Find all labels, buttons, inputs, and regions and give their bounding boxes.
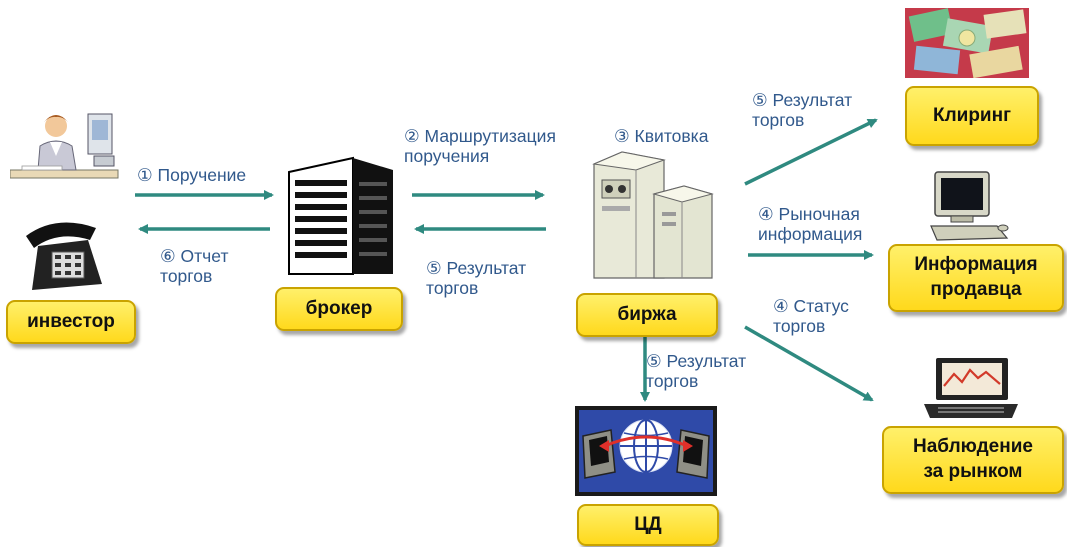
office-building-icon bbox=[288, 156, 393, 275]
result-clearing-label: ⑤ Результат торгов bbox=[752, 90, 853, 130]
money-icon bbox=[905, 8, 1029, 78]
exchange-server-icon bbox=[592, 151, 714, 279]
clearing-node: Клиринг bbox=[905, 86, 1039, 146]
matching-label: ③ Квитовка bbox=[614, 126, 709, 146]
telephone-icon bbox=[26, 222, 102, 290]
computer-icon bbox=[930, 171, 1009, 241]
result-cd-label: ⑤ Результат торгов bbox=[646, 351, 747, 391]
routing-label: ② Маршрутизация поручения bbox=[404, 126, 556, 166]
exchange-node: биржа bbox=[576, 293, 718, 337]
result-broker-label: ⑤ Результат торгов bbox=[426, 258, 527, 298]
network-globe-icon bbox=[575, 406, 717, 496]
arrow-exchange-to-market-watch bbox=[744, 325, 874, 402]
investor-node: инвестор bbox=[6, 300, 136, 344]
investor-at-computer-icon bbox=[10, 113, 119, 179]
market-info-label: ④ Рыночная информация bbox=[758, 204, 863, 244]
laptop-chart-icon bbox=[924, 358, 1018, 418]
report-label: ⑥ Отчет торгов bbox=[160, 246, 229, 286]
cd-node: ЦД bbox=[577, 504, 719, 546]
arrow-exchange-to-clearing bbox=[744, 118, 878, 186]
broker-node: брокер bbox=[275, 287, 403, 331]
seller-info-node: Информация продавца bbox=[888, 244, 1064, 312]
market-watch-node: Наблюдение за рынком bbox=[882, 426, 1064, 494]
status-label: ④ Статус торгов bbox=[773, 296, 849, 336]
order-label: ① Поручение bbox=[137, 165, 247, 185]
